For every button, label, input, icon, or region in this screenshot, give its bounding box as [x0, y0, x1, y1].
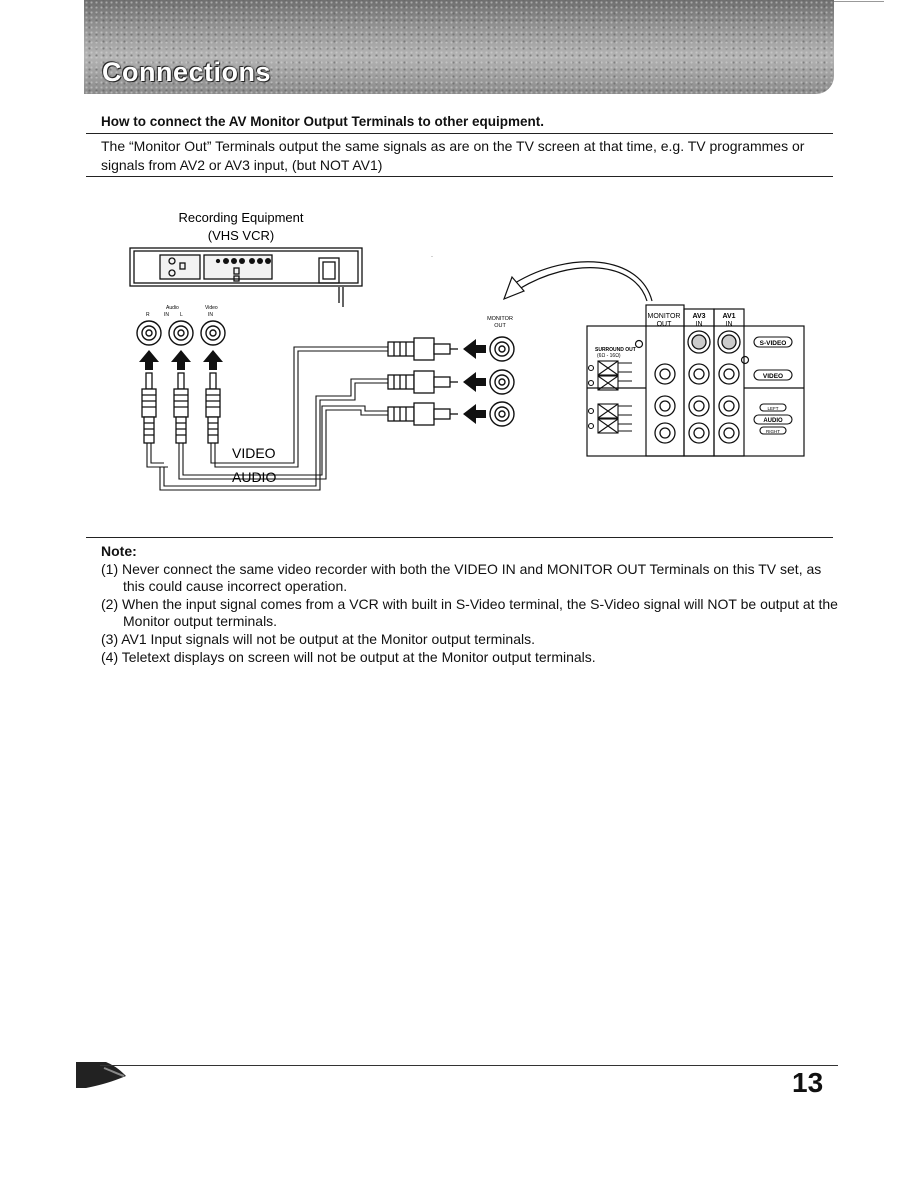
- rca-plugs-vertical: [141, 372, 221, 444]
- rca-plugs-horizontal: [387, 337, 458, 426]
- vcr-illustration: [129, 247, 363, 307]
- panel-av1-label-1: AV1: [722, 313, 735, 320]
- note-item: (2) When the input signal comes from a V…: [101, 595, 838, 630]
- recorder-label-line1: Recording Equipment: [178, 210, 303, 225]
- panel-video-label: VIDEO: [763, 373, 783, 380]
- stray-dot: ·: [431, 254, 433, 260]
- cable-lines: [146, 346, 388, 491]
- note-item: (3) AV1 Input signals will not be output…: [101, 630, 535, 647]
- tv-rear-panel: [586, 304, 805, 457]
- panel-monitor-label-1: MONITOR: [648, 313, 681, 320]
- note-rule: [86, 537, 833, 538]
- panel-right-label: RIGHT: [766, 429, 780, 434]
- panel-audio-label: AUDIO: [763, 418, 783, 424]
- panel-labels: [753, 336, 793, 435]
- panel-av3-label-2: IN: [696, 321, 703, 328]
- banner-texture: [84, 0, 834, 94]
- recorder-label-line2: (VHS VCR): [208, 228, 274, 243]
- section-heading: How to connect the AV Monitor Output Ter…: [101, 114, 544, 129]
- intro-paragraph: The “Monitor Out” Terminals output the s…: [101, 138, 805, 173]
- note-title: Note:: [101, 543, 137, 559]
- surround-out-label-1: SURROUND OUT: [595, 347, 636, 353]
- vcr-output-jacks-top: [223, 258, 271, 264]
- monitor-out-label-2: OUT: [494, 323, 506, 329]
- top-rule: [834, 1, 884, 2]
- vcr-r-label: R: [146, 312, 150, 318]
- page-title: Connections: [102, 57, 272, 87]
- heading-rule: [86, 133, 833, 134]
- note-item: (4) Teletext displays on screen will not…: [101, 648, 596, 665]
- audio-cable-label: AUDIO: [232, 469, 276, 485]
- tv-monitor-out-jacks: [489, 336, 515, 427]
- video-cable-label: VIDEO: [232, 445, 276, 461]
- panel-av3-label-1: AV3: [692, 313, 705, 320]
- monitor-out-label-1: MONITOR: [487, 316, 513, 322]
- vcr-input-jacks: [136, 320, 226, 346]
- note-block: Note: (1) Never connect the same video r…: [101, 543, 841, 666]
- vcr-in-label: IN: [164, 312, 169, 318]
- title-banner: Connections: [84, 0, 834, 94]
- surround-out-label-2: (6Ω - 16Ω): [597, 353, 621, 359]
- footer-rule: [100, 1065, 838, 1066]
- up-arrows: [139, 350, 223, 370]
- connection-diagram: Recording Equipment (VHS VCR) · Audio Vi…: [129, 210, 805, 491]
- intro-rule: [86, 176, 833, 177]
- panel-svideo-label: S-VIDEO: [760, 340, 787, 347]
- vcr-video-label: Video: [205, 305, 218, 311]
- callout-arrow: [502, 261, 653, 302]
- panel-jacks: [654, 330, 741, 444]
- surround-terminals: [587, 360, 632, 434]
- note-item: (1) Never connect the same video recorde…: [101, 560, 822, 595]
- panel-left-label: LEFT: [767, 406, 778, 411]
- vcr-audio-label: Audio: [166, 305, 179, 311]
- footer-corner-mark: [76, 1062, 126, 1088]
- vcr-video-in-label: IN: [208, 312, 213, 318]
- panel-av1-label-2: IN: [726, 321, 733, 328]
- vcr-l-label: L: [180, 312, 183, 318]
- page-number: 13: [792, 1067, 824, 1098]
- left-arrows: [463, 339, 486, 424]
- panel-monitor-label-2: OUT: [657, 321, 673, 328]
